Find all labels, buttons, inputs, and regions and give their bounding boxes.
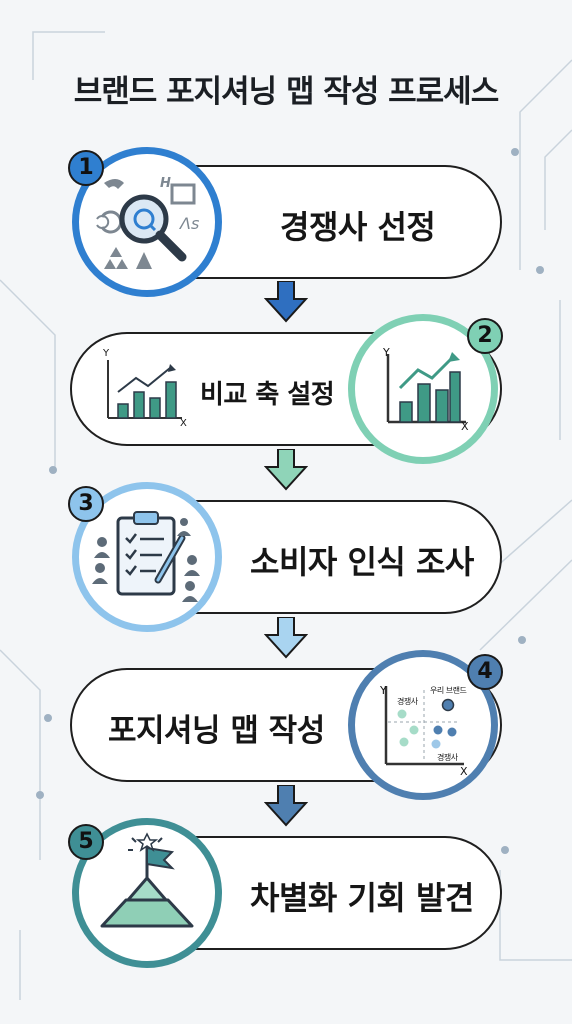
- mountain-flag-icon: [100, 832, 194, 928]
- map-y-label: Y: [380, 684, 387, 697]
- clipboard-survey-icon: [92, 511, 200, 602]
- step-1-badge: 1: [68, 150, 104, 186]
- step-2-label: 비교 축 설정: [200, 380, 335, 410]
- step-5-label: 차별화 기회 발견: [250, 879, 474, 917]
- down-arrow-1-icon: [264, 281, 308, 323]
- step-1-label: 경쟁사 선정: [280, 208, 436, 246]
- step-4-badge: 4: [467, 654, 503, 690]
- page-title: 브랜드 포지셔닝 맵 작성 프로세스: [73, 74, 499, 110]
- map-competitor-label-2: 경쟁사: [437, 753, 458, 762]
- map-x-label: X: [460, 765, 468, 778]
- svg-text:H: H: [160, 176, 171, 191]
- chart-x-label: X: [461, 420, 469, 433]
- magnifier-competitor-logos-icon: H Λs: [96, 176, 199, 269]
- chart-y-label: Y: [383, 346, 390, 359]
- positioning-scatter-icon: [384, 686, 464, 766]
- down-arrow-3-icon: [264, 617, 308, 659]
- bar-growth-chart-icon: [386, 352, 466, 424]
- svg-text:Λs: Λs: [178, 214, 199, 233]
- step-4-label: 포지셔닝 맵 작성: [108, 713, 325, 749]
- down-arrow-4-icon: [264, 785, 308, 827]
- bar-chart-small-icon: [107, 360, 182, 419]
- chart-x-label-small: X: [180, 418, 187, 429]
- step-5-badge: 5: [68, 824, 104, 860]
- map-competitor-label-1: 경쟁사: [397, 697, 418, 706]
- step-3-badge: 3: [68, 486, 104, 522]
- step-3-label: 소비자 인식 조사: [250, 543, 474, 581]
- down-arrow-2-icon: [264, 449, 308, 491]
- chart-y-label-small: Y: [103, 348, 109, 359]
- step-2-badge: 2: [467, 318, 503, 354]
- map-our-brand-label: 우리 브랜드: [430, 686, 467, 695]
